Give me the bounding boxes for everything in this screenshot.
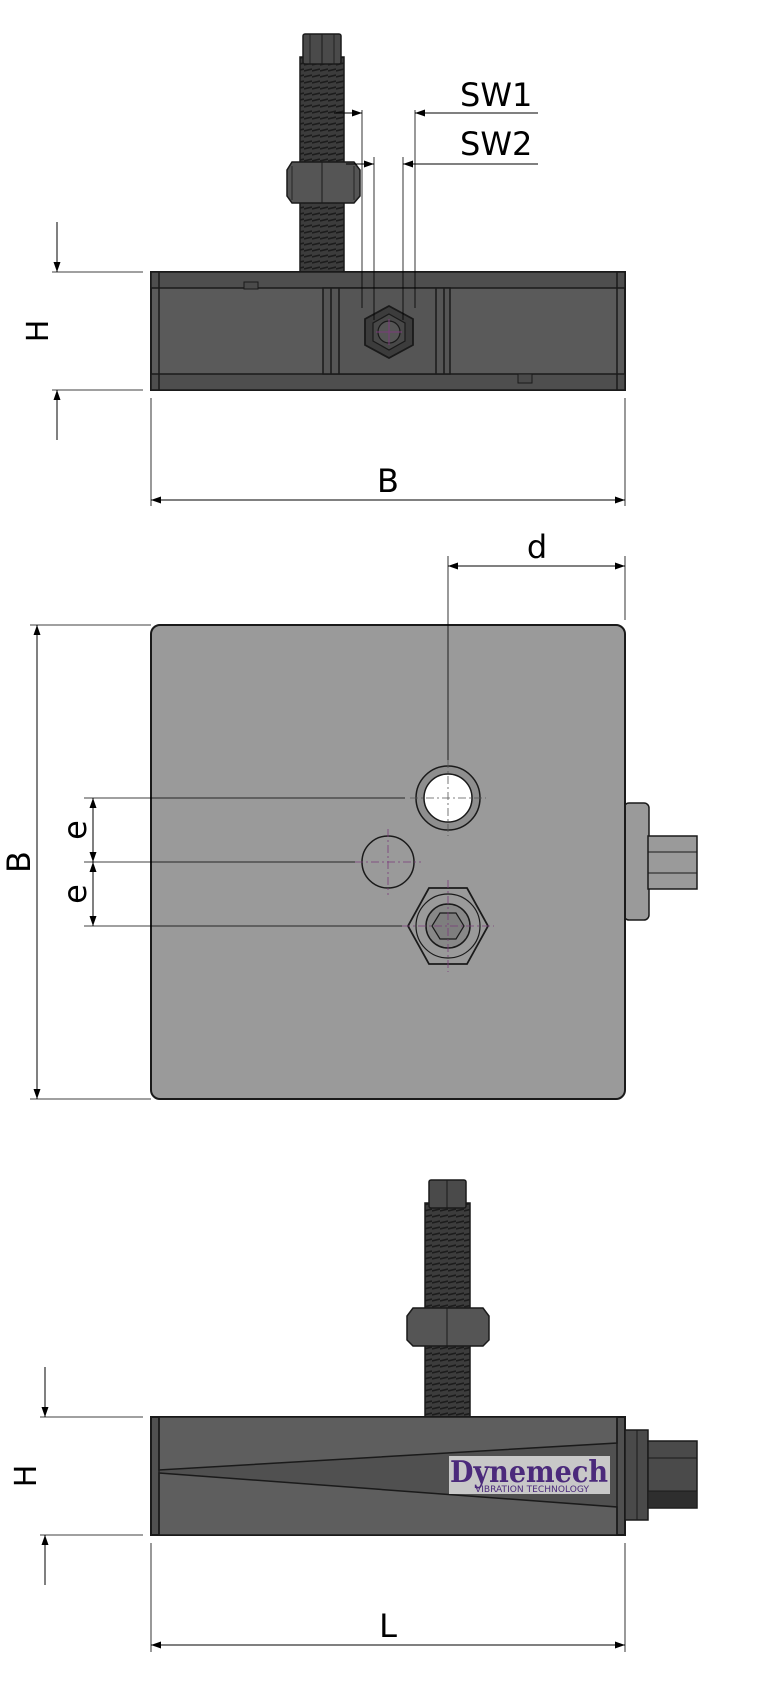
side-adjuster-boss: [623, 802, 650, 921]
spacing-label-e-lower: e: [56, 884, 94, 904]
width-label-plan: B: [0, 851, 38, 873]
logo-tagline: VIBRATION TECHNOLOGY: [475, 1485, 590, 1495]
height-label-bottom: H: [9, 1465, 44, 1488]
plan-view: d B e e: [0, 528, 698, 1100]
lock-nut-side: [406, 1307, 490, 1347]
side-adjuster-hex: [647, 835, 698, 890]
sw1-label: SW1: [460, 76, 532, 114]
dynemech-logo: Dynemech VIBRATION TECHNOLOGY: [449, 1455, 610, 1495]
spacing-label-e-upper: e: [56, 820, 94, 840]
logo-name: Dynemech: [450, 1455, 608, 1490]
sw2-label: SW2: [460, 125, 532, 163]
offset-label-d: d: [527, 528, 547, 566]
height-label-top: H: [21, 320, 56, 343]
lock-nut-top: [286, 161, 361, 204]
front-elevation-view: SW1 SW2 H B: [21, 33, 626, 506]
width-label-top: B: [377, 462, 399, 500]
side-elevation-view: Dynemech VIBRATION TECHNOLOGY H L: [9, 1179, 698, 1652]
length-label: L: [379, 1607, 397, 1645]
